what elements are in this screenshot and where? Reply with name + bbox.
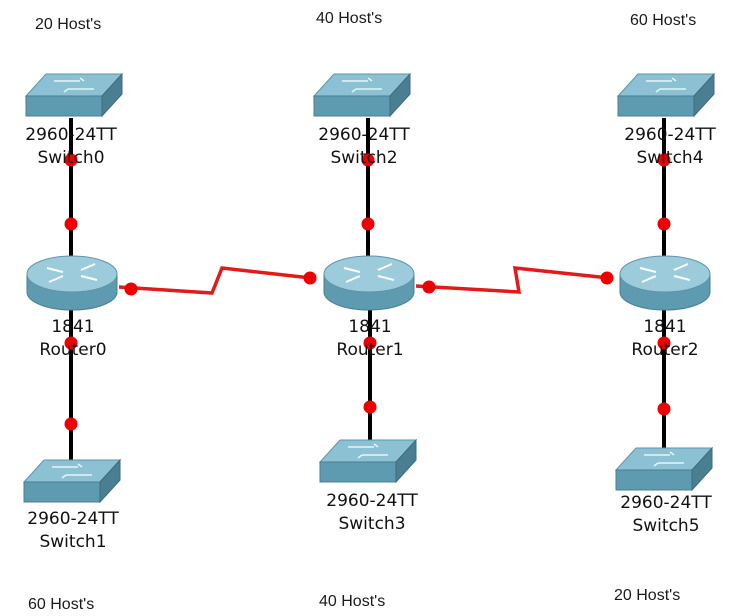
device-model: 2960-24TT [326,491,418,511]
device-model: 2960-24TT [620,493,712,513]
note-bottom-right: 20 Host's [614,587,681,604]
switch-icon [24,72,124,118]
device-name: Switch0 [37,148,105,168]
device-model: 2960-24TT [624,125,716,145]
device-label-switch4: 2960-24TT Switch4 [600,124,732,170]
device-router0[interactable] [25,254,119,314]
port-dot [361,153,375,167]
device-model: 1841 [51,317,95,337]
port-dot [303,271,317,285]
port-dot [657,402,671,416]
port-dot [64,153,78,167]
note-bottom-left: 60 Host's [28,596,95,613]
port-dot [657,217,671,231]
switch-icon [616,72,716,118]
device-router1[interactable] [322,254,416,314]
serial-router0-router1[interactable] [118,266,312,295]
router-icon [323,255,415,311]
device-label-router1: 1841 Router1 [300,316,440,362]
note-top-center: 40 Host's [316,10,383,27]
device-switch5[interactable] [614,446,714,492]
switch-icon [312,72,412,118]
device-label-switch0: 2960-24TT Switch0 [1,124,141,170]
port-dot [124,282,138,296]
port-dot [600,271,614,285]
note-top-left: 20 Host's [35,16,102,33]
device-router2[interactable] [618,254,712,314]
port-dot [361,217,375,231]
router-icon [26,255,118,311]
switch-icon [614,446,714,492]
device-switch1[interactable] [22,458,122,504]
device-model: 2960-24TT [25,125,117,145]
device-name: Router1 [336,340,404,360]
device-name: Switch4 [636,148,704,168]
device-model: 1841 [348,317,392,337]
device-label-switch2: 2960-24TT Switch2 [294,124,434,170]
device-model: 2960-24TT [318,125,410,145]
serial-router1-router2[interactable] [415,266,610,294]
device-name: Switch1 [39,532,107,552]
port-dot [363,336,377,350]
port-dot [64,417,78,431]
device-label-router0: 1841 Router0 [3,316,143,362]
device-label-switch3: 2960-24TT Switch3 [302,490,442,536]
device-label-router2: 1841 Router2 [595,316,732,362]
switch-icon [22,458,122,504]
device-switch0[interactable] [24,72,124,118]
port-dot [657,336,671,350]
switch-icon [318,438,418,484]
port-dot [422,280,436,294]
device-model: 2960-24TT [27,509,119,529]
port-dot [657,153,671,167]
note-top-right: 60 Host's [630,12,697,29]
device-switch4[interactable] [616,72,716,118]
port-dot [64,217,78,231]
device-name: Switch3 [338,514,406,534]
port-dot [64,336,78,350]
port-dot [363,400,377,414]
note-bottom-center: 40 Host's [319,593,386,610]
router-icon [619,255,711,311]
device-model: 1841 [643,317,687,337]
device-name: Router2 [631,340,699,360]
device-label-switch1: 2960-24TT Switch1 [3,508,143,554]
device-name: Router0 [39,340,107,360]
device-switch2[interactable] [312,72,412,118]
device-label-switch5: 2960-24TT Switch5 [596,492,732,538]
device-name: Switch5 [632,516,700,536]
device-name: Switch2 [330,148,398,168]
device-switch3[interactable] [318,438,418,484]
